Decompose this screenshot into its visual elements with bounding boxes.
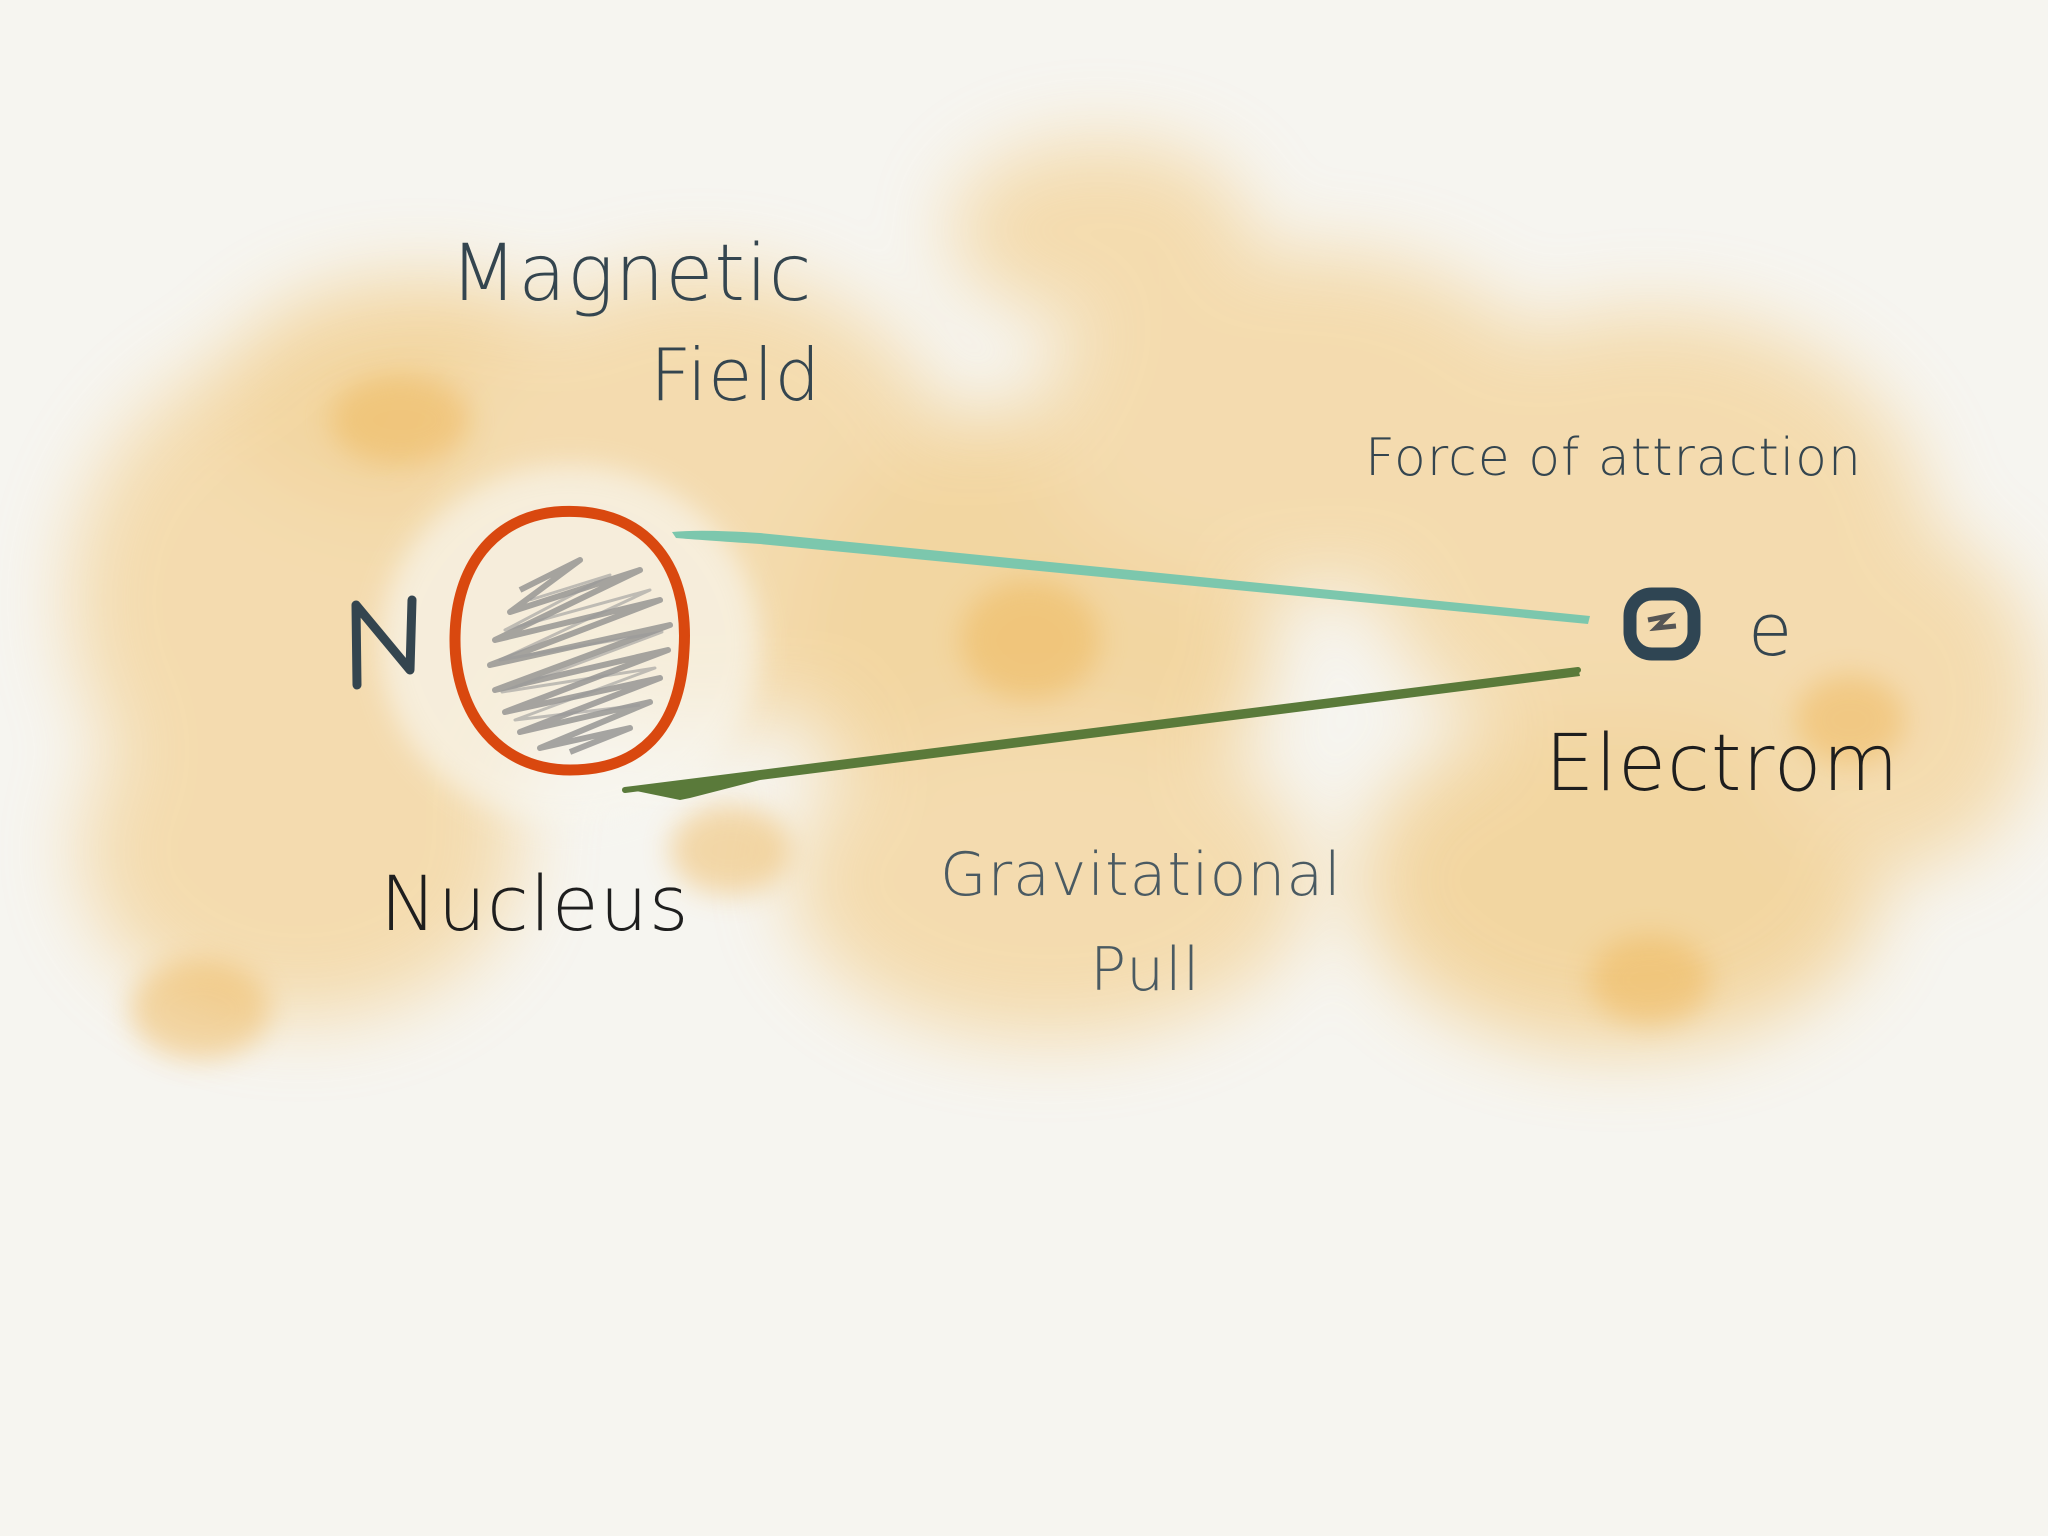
watercolor-wash: [70, 140, 2040, 1050]
force-of-attraction-label: Force of attraction: [1365, 428, 1862, 488]
nucleus-scribble: [487, 557, 673, 755]
gravitational-pull-label-line1: Gravitational: [940, 840, 1342, 910]
watercolor-pools: [130, 375, 1905, 1060]
nucleus-scribble-2: [498, 573, 664, 722]
nucleus-symbol-n: [351, 595, 417, 690]
nucleus-outline: [449, 505, 690, 776]
magnetic-field-label-line2: Field: [650, 333, 821, 417]
force-of-attraction-line: [672, 530, 1590, 624]
gravitational-pull-label-line2: Pull: [1090, 935, 1201, 1005]
electron-label: Electrom: [1545, 719, 1899, 809]
nucleus-label: Nucleus: [380, 859, 689, 948]
magnetic-field-label-line1: Magnetic: [450, 229, 812, 319]
gravitational-pull-line-stroke: [622, 667, 1581, 793]
electron-symbol: e: [1748, 588, 1793, 672]
electron: [1623, 587, 1701, 661]
nucleus: [449, 505, 690, 776]
